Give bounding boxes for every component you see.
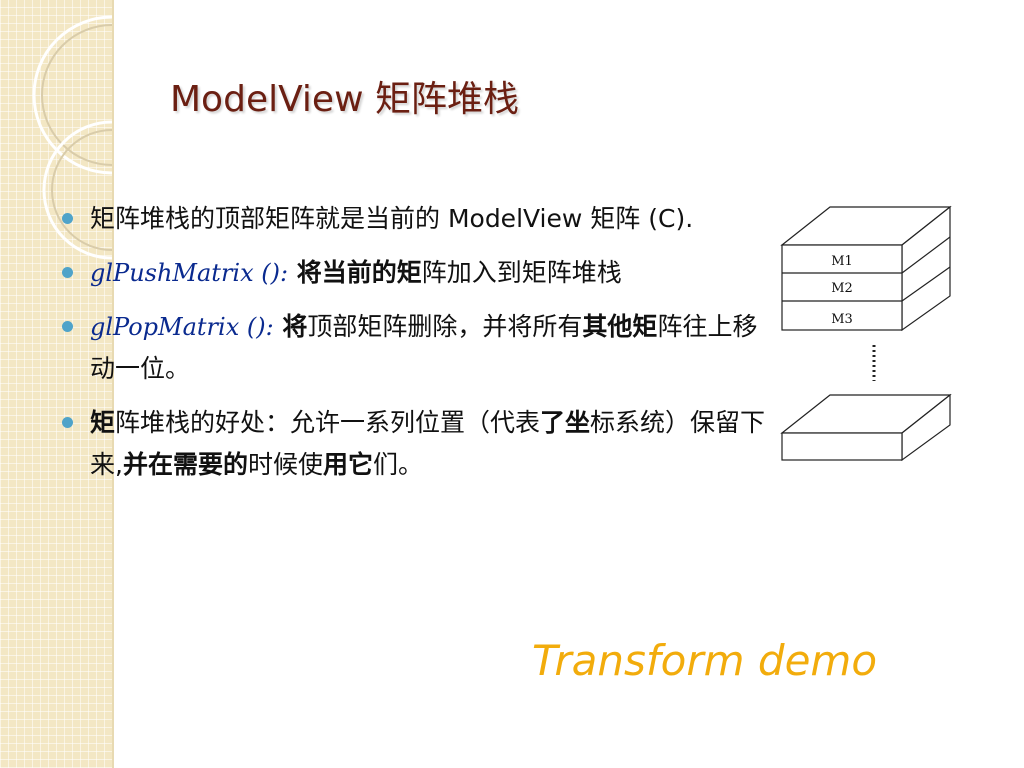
matrix-label-m3: M3 — [831, 312, 853, 327]
bullet-item: glPopMatrix (): 将顶部矩阵删除，并将所有其他矩阵往上移动一位。 — [60, 306, 770, 390]
stack-bottom-front-face — [781, 432, 903, 461]
bullet-item: glPushMatrix (): 将当前的矩阵加入到矩阵堆栈 — [60, 252, 770, 294]
bullet-text: 矩阵堆栈的顶部矩阵就是当前的 ModelView 矩阵 (C). — [90, 204, 694, 233]
bullet-list: 矩阵堆栈的顶部矩阵就是当前的 ModelView 矩阵 (C). glPushM… — [60, 198, 770, 498]
bullet-text: 标系统）保留下来, — [90, 408, 766, 479]
bullet-text-bold: 其他矩 — [582, 312, 658, 341]
bullet-text: 时候使 — [247, 450, 323, 479]
bullet-text-bold: 用它 — [322, 450, 373, 479]
matrix-label-m1: M1 — [831, 254, 853, 269]
bullet-text: 阵加入到矩阵堆栈 — [421, 258, 622, 287]
decorative-grid-band — [0, 0, 112, 768]
stack-divider — [901, 236, 951, 274]
api-name: glPushMatrix (): — [90, 259, 289, 287]
bullet-text-bold: 并在需要的 — [122, 450, 248, 479]
bullet-dot — [62, 267, 73, 278]
decorative-rings — [32, 15, 112, 260]
matrix-stack-diagram: M1 M2 M3 — [780, 205, 952, 462]
bullet-text-bold: 将当前的矩 — [288, 258, 422, 287]
bullet-text: 顶部矩阵删除，并将所有 — [307, 312, 583, 341]
bullet-dot — [62, 213, 73, 224]
bullet-item: 矩阵堆栈的好处：允许一系列位置（代表了坐标系统）保留下来,并在需要的时候使用它们… — [60, 402, 770, 486]
bullet-text-bold: 了坐 — [540, 408, 591, 437]
bullet-item: 矩阵堆栈的顶部矩阵就是当前的 ModelView 矩阵 (C). — [60, 198, 770, 240]
bullet-text: 阵堆栈的好处：允许一系列位置（代表 — [115, 408, 541, 437]
bullet-text: 阵往上移动一位。 — [90, 312, 758, 383]
band-divider — [112, 0, 114, 768]
bullet-text-bold: 矩 — [90, 408, 116, 437]
stack-divider — [901, 266, 951, 302]
matrix-label-m2: M2 — [831, 281, 853, 296]
bullet-text-bold: 将 — [273, 312, 308, 341]
bullet-dot — [62, 417, 73, 428]
bullet-dot — [62, 321, 73, 332]
stack-front-face — [781, 244, 903, 331]
bullet-text: 们。 — [373, 450, 424, 479]
transform-demo-label: Transform demo — [532, 636, 878, 685]
slide-title: ModelView 矩阵堆栈 — [170, 79, 519, 120]
api-name: glPopMatrix (): — [90, 313, 274, 341]
